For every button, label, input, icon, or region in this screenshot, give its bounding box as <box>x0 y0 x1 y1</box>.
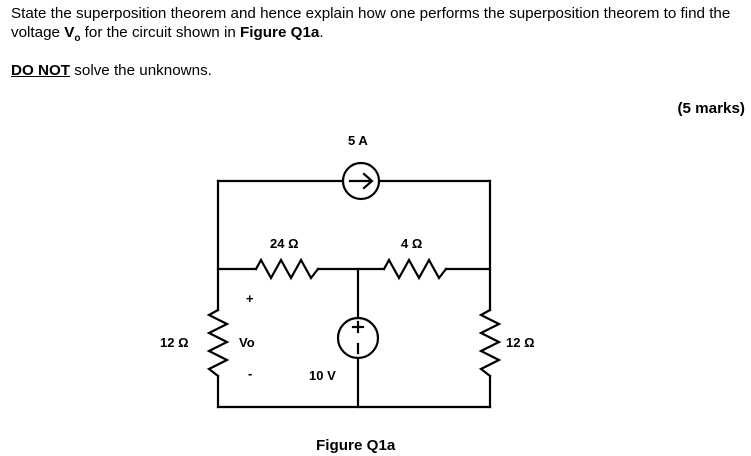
instruction-emphasis: DO NOT <box>11 62 71 79</box>
label-24-ohm: 24 Ω <box>270 236 299 251</box>
label-4-ohm: 4 Ω <box>401 236 423 251</box>
label-10v: 10 V <box>309 368 336 383</box>
label-12-ohm-left: 12 Ω <box>160 335 189 350</box>
figure-caption: Figure Q1a <box>316 437 396 454</box>
vo-plus-sign: + <box>246 291 254 306</box>
instruction-text: DO NOT solve the unknowns. <box>11 61 212 80</box>
voltage-source <box>336 316 380 360</box>
question-part1: State the superposition theorem and henc… <box>11 5 731 41</box>
question-part3: . <box>319 24 324 41</box>
label-5a: 5 A <box>348 133 368 148</box>
resistor-12-ohm-right <box>478 308 502 378</box>
label-12-ohm-right: 12 Ω <box>506 335 535 350</box>
vo-variable: Vo <box>64 24 81 45</box>
figure-reference: Figure Q1a <box>240 24 320 41</box>
instruction-rest: solve the unknowns. <box>70 62 212 79</box>
question-text: State the superposition theorem and henc… <box>11 4 746 48</box>
label-vo: Vo <box>239 335 255 350</box>
vo-minus-sign: - <box>248 366 253 381</box>
resistor-12-ohm-left <box>206 308 230 378</box>
current-arrow-head <box>362 172 374 190</box>
marks-label: (5 marks) <box>677 100 745 117</box>
resistor-24-ohm <box>254 257 320 281</box>
question-part2: for the circuit shown in <box>80 24 240 41</box>
resistor-4-ohm <box>382 257 448 281</box>
